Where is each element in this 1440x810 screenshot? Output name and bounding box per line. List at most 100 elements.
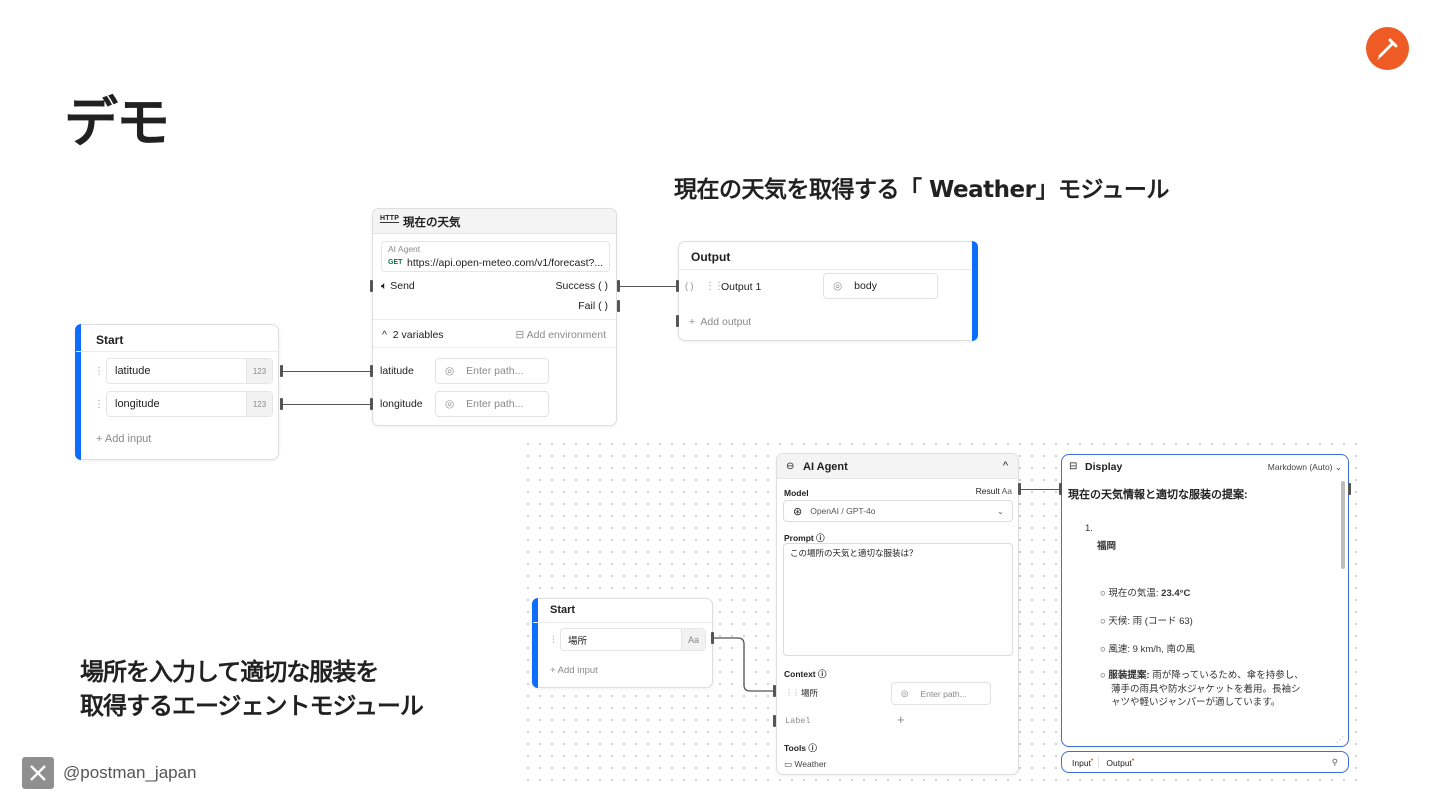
input-port[interactable] bbox=[370, 280, 373, 292]
url-text[interactable]: https://api.open-meteo.com/v1/forecast?.… bbox=[407, 257, 604, 269]
drag-handle-icon[interactable]: ⋮⋮ bbox=[94, 366, 113, 377]
drag-handle-icon[interactable]: ⋮⋮ bbox=[94, 399, 113, 410]
ai-agent-block[interactable]: ⊖ AI Agent ^ Model Result Aa ⊛ OpenAI / … bbox=[776, 453, 1019, 775]
path-input[interactable]: ◎ Enter path... bbox=[435, 391, 549, 417]
start-block[interactable]: Start ⋮⋮ latitude 123 ⋮⋮ longitude 123 +… bbox=[75, 324, 279, 460]
variables-toggle[interactable]: ^ 2 variables bbox=[382, 329, 444, 341]
output-port[interactable] bbox=[617, 280, 620, 292]
md-bullet-icon: ○ bbox=[1100, 588, 1106, 599]
target-icon: ◎ bbox=[901, 688, 909, 698]
fail-label: Fail ( ) bbox=[578, 300, 608, 312]
md-bullet-icon: ○ bbox=[1100, 644, 1106, 655]
context-label: Context ⓘ bbox=[784, 669, 827, 679]
target-icon: ◎ bbox=[833, 280, 843, 292]
output-title: Output bbox=[691, 250, 731, 264]
md-temperature: ○ 現在の気温: 23.4°C bbox=[1100, 585, 1190, 599]
input-label: longitude bbox=[115, 398, 160, 410]
variables-count: 2 variables bbox=[392, 329, 444, 341]
briefcase-icon: ▭ bbox=[784, 759, 793, 769]
input-port[interactable] bbox=[370, 398, 373, 410]
add-environment-button[interactable]: ⊟ Add environment bbox=[515, 329, 606, 341]
output-port[interactable] bbox=[711, 632, 714, 644]
input-port[interactable] bbox=[1059, 483, 1062, 495]
input-location[interactable]: 場所 Aa bbox=[560, 628, 706, 651]
http-request-block[interactable]: HTTP 現在の天気 AI Agent GET https://api.open… bbox=[372, 208, 617, 426]
variable-label: longitude bbox=[380, 398, 423, 410]
scrollbar[interactable] bbox=[1341, 481, 1345, 569]
start-block-2[interactable]: Start ⋮⋮ 場所 Aa + Add input bbox=[532, 598, 713, 688]
start-title: Start bbox=[550, 604, 576, 616]
number-type-badge[interactable]: 123 bbox=[246, 359, 272, 383]
output-port[interactable] bbox=[1348, 483, 1351, 495]
md-list-number: 1. bbox=[1085, 523, 1093, 534]
add-output-button[interactable]: + Add output bbox=[689, 316, 751, 328]
model-label: Model bbox=[784, 488, 809, 498]
input-port[interactable] bbox=[676, 280, 679, 292]
input-longitude[interactable]: longitude 123 bbox=[106, 391, 273, 417]
add-context-button[interactable]: + bbox=[897, 712, 905, 727]
display-block[interactable]: ⊟ Display Markdown (Auto) ⌄ ⋰ bbox=[1061, 454, 1349, 747]
tab-output[interactable]: Output• bbox=[1098, 756, 1134, 768]
text-type-badge[interactable]: Aa bbox=[681, 629, 705, 650]
http-title: 現在の天気 bbox=[403, 217, 461, 229]
drag-handle-icon[interactable]: ⋮⋮ bbox=[705, 281, 724, 292]
connection-wire bbox=[283, 404, 371, 405]
success-label: Success ( ) bbox=[555, 280, 608, 292]
output-block[interactable]: Output ( ) ⋮⋮ Output 1 ◎body + Add outpu… bbox=[678, 241, 978, 341]
input-port[interactable] bbox=[676, 315, 679, 327]
md-weather-text: 天候: 雨 (コード 63) bbox=[1108, 616, 1193, 627]
output-value-field[interactable]: ◎body bbox=[823, 273, 938, 299]
input-port[interactable] bbox=[370, 365, 373, 377]
collapse-chevron-icon[interactable]: ^ bbox=[1002, 460, 1008, 472]
caption-line-2: 取得するエージェントモジュール bbox=[80, 692, 424, 720]
footer-handle[interactable]: @postman_japan bbox=[63, 763, 197, 782]
method-badge[interactable]: GET bbox=[388, 259, 403, 266]
block-accent bbox=[972, 241, 978, 341]
input-label: 場所 bbox=[568, 635, 588, 647]
tool-item[interactable]: ▭ Weather bbox=[784, 759, 826, 770]
add-input-button[interactable]: + Add input bbox=[96, 433, 152, 445]
slide-title: デモ bbox=[64, 91, 170, 154]
output-port[interactable] bbox=[280, 398, 283, 410]
chevron-up-icon: ^ bbox=[382, 329, 387, 341]
number-type-badge[interactable]: 123 bbox=[246, 392, 272, 416]
resize-handle-icon[interactable]: ⋰ bbox=[1336, 735, 1344, 744]
chevron-down-icon: ⌄ bbox=[996, 505, 1004, 516]
input-port[interactable] bbox=[773, 685, 776, 697]
variable-label: latitude bbox=[380, 365, 414, 377]
environment-icon: ⊟ bbox=[515, 329, 525, 341]
md-temp-value: 23.4°C bbox=[1161, 588, 1191, 599]
output-port[interactable] bbox=[1018, 483, 1021, 495]
divider bbox=[679, 269, 971, 270]
prompt-textarea[interactable]: この場所の天気と適切な服装は？ bbox=[783, 543, 1013, 656]
input-latitude[interactable]: latitude 123 bbox=[106, 358, 273, 384]
md-city: 福岡 bbox=[1097, 541, 1117, 552]
render-mode-select[interactable]: Markdown (Auto) ⌄ bbox=[1268, 462, 1342, 473]
divider bbox=[373, 319, 616, 320]
connection-wire bbox=[620, 286, 676, 287]
block-header bbox=[777, 454, 1018, 479]
label-input[interactable]: Label bbox=[785, 716, 811, 726]
md-advice-line: ャツや軽いジャンパーが適しています。 bbox=[1111, 697, 1281, 708]
divider bbox=[533, 622, 712, 623]
drag-handle-icon[interactable]: ⋮⋮ bbox=[549, 634, 566, 644]
output-port[interactable] bbox=[617, 300, 620, 312]
connection-wire bbox=[1021, 489, 1061, 490]
input-label: latitude bbox=[115, 365, 151, 377]
agent-module-caption: 場所を入力して適切な服装を 取得するエージェントモジュール bbox=[80, 655, 424, 723]
context-path-input[interactable]: ◎Enter path... bbox=[891, 682, 991, 705]
model-select[interactable]: ⊛ OpenAI / GPT-4o ⌄ bbox=[783, 500, 1013, 522]
output-port[interactable] bbox=[280, 365, 283, 377]
add-input-button[interactable]: + Add input bbox=[550, 665, 598, 676]
pin-icon[interactable]: ⚲ bbox=[1331, 756, 1338, 767]
path-input[interactable]: ◎Enter path... bbox=[435, 358, 549, 384]
drag-handle-icon[interactable]: ⋮⋮ bbox=[785, 688, 800, 697]
send-trigger[interactable]: 🔈︎ Send bbox=[381, 280, 415, 293]
url-box[interactable]: AI Agent GET https://api.open-meteo.com/… bbox=[381, 241, 610, 272]
tab-output-label: Output bbox=[1106, 757, 1132, 768]
input-port[interactable] bbox=[773, 715, 776, 727]
tab-input[interactable]: Input• bbox=[1072, 756, 1093, 768]
add-env-label: Add environment bbox=[526, 329, 606, 341]
path-placeholder: Enter path... bbox=[466, 398, 524, 410]
target-icon: ◎ bbox=[445, 398, 455, 410]
